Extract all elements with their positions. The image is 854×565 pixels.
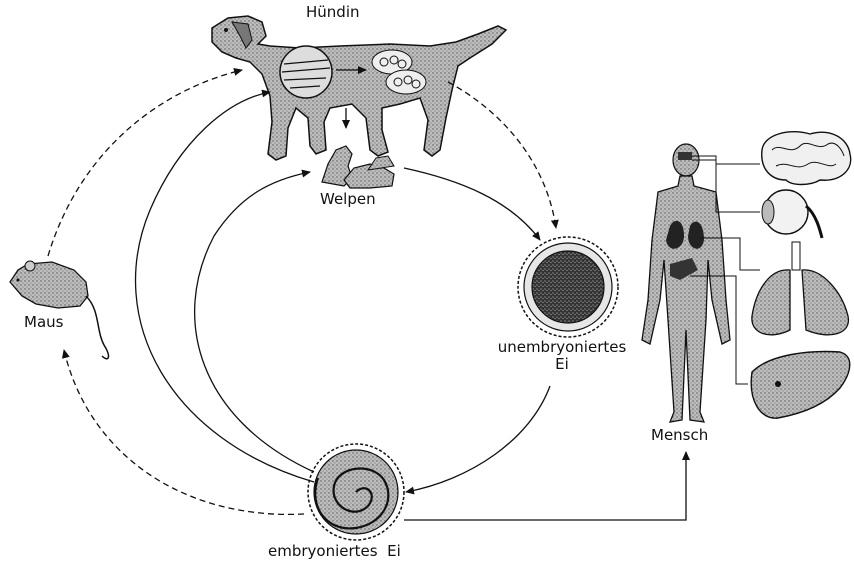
lungs-figure (752, 242, 849, 335)
label-maus: Maus (24, 314, 63, 331)
arrow-puppies-to-unembryonated (404, 168, 540, 240)
label-welpen: Welpen (320, 191, 376, 208)
arrow-unembryonated-to-embryonated (406, 386, 550, 492)
brain-figure (762, 132, 851, 185)
label-embryoniertes-ei: embryoniertes Ei (268, 543, 401, 560)
label-mensch: Mensch (651, 427, 708, 444)
eye-figure (762, 190, 822, 238)
unembryonated-egg-figure (518, 237, 618, 337)
label-unembryoniertes-line2: Ei (492, 356, 632, 373)
arrow-embryonated-to-puppies (195, 172, 314, 472)
label-unembryoniertes-line1: unembryoniertes (492, 339, 632, 356)
arrow-embryonated-to-dog (136, 92, 314, 482)
mouse-figure (10, 261, 108, 359)
liver-figure (751, 352, 850, 419)
label-unembryoniertes-ei: unembryoniertes Ei (492, 339, 632, 374)
dog-figure (212, 16, 506, 160)
arrow-embryonated-to-mouse (64, 350, 304, 514)
human-figure (642, 144, 730, 422)
arrow-eggs-to-unembryonated (448, 82, 556, 228)
label-huendin: Hündin (306, 4, 360, 21)
embryonated-egg-figure (308, 444, 404, 540)
arrow-embryonated-to-human (404, 452, 686, 520)
arrow-mouse-to-dog (48, 70, 242, 256)
